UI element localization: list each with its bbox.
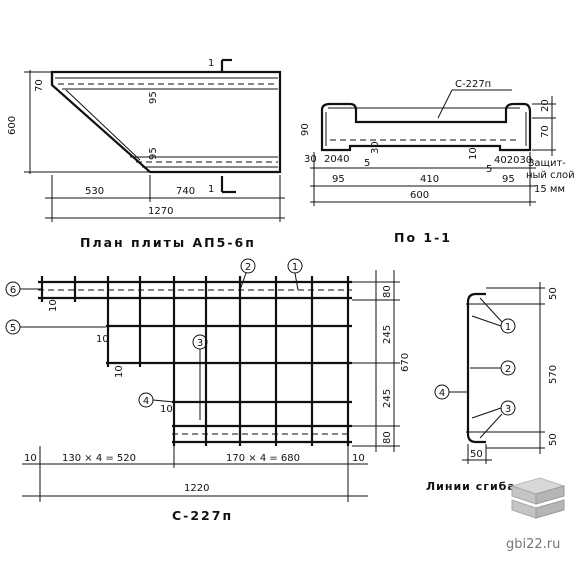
watermark-logo-icon bbox=[510, 477, 566, 519]
mesh-mark-2-circle bbox=[240, 258, 256, 274]
mesh-c227p: 6 5 2 1 3 4 10 10 10 10 80 245 245 80 bbox=[5, 258, 411, 523]
mesh-mark-5: 5 bbox=[10, 323, 16, 334]
bend-dim-50c: 50 bbox=[470, 449, 483, 460]
bend-title: Линии сгиба bbox=[426, 480, 516, 493]
mesh-dim-130x4: 130 × 4 = 520 bbox=[62, 453, 136, 464]
section-note-2: ный слой bbox=[526, 170, 575, 181]
section-dim-5a: 5 bbox=[364, 158, 370, 169]
mesh-dim-1220: 1220 bbox=[184, 483, 209, 494]
section-dim-30: 30 bbox=[304, 154, 317, 165]
mesh-mark-6: 6 bbox=[10, 285, 16, 296]
mesh-dim-10-f: 10 bbox=[352, 453, 365, 464]
bend-mark-1: 1 bbox=[505, 322, 511, 333]
bend-mark-2: 2 bbox=[505, 364, 511, 375]
mesh-dim-10-c: 10 bbox=[114, 365, 125, 378]
section-dim-70: 70 bbox=[540, 125, 551, 138]
plan-dim-95-bottom: 95 bbox=[148, 147, 159, 160]
section-note-1: Защит- bbox=[528, 158, 566, 169]
section-1-1: С-227п 90 20 70 30 2040 5 30 10 5 402030… bbox=[300, 79, 575, 245]
watermark: gbi22.ru bbox=[506, 477, 566, 552]
section-mesh-leader bbox=[437, 89, 453, 119]
mesh-mark-4: 4 bbox=[143, 396, 149, 407]
bend-lines: 1 2 3 4 50 570 50 50 Линии сгиба bbox=[426, 282, 559, 493]
plan-title: План плиты АП5-6п bbox=[80, 235, 256, 250]
bend-profile bbox=[466, 292, 486, 444]
mesh-mark-2: 2 bbox=[245, 262, 251, 273]
section-dim-402030: 402030 bbox=[494, 155, 532, 166]
bend-mark-3: 3 bbox=[505, 404, 511, 415]
mesh-dim-10-d: 10 bbox=[160, 404, 173, 415]
mesh-title: С-227п bbox=[172, 508, 233, 523]
slab-plan: 1 1 600 70 95 95 530 740 1270 План плиты… bbox=[7, 58, 285, 250]
section-title: По 1-1 bbox=[394, 230, 452, 245]
bend-dim-50b: 50 bbox=[548, 433, 559, 446]
bend-mark-4: 4 bbox=[439, 388, 445, 399]
plan-dim-1270: 1270 bbox=[148, 206, 173, 217]
section-dim-2040: 2040 bbox=[324, 154, 349, 165]
section-dim-5b: 5 bbox=[486, 164, 492, 175]
mesh-dim-10-e: 10 bbox=[24, 453, 37, 464]
section-dim-600: 600 bbox=[410, 190, 429, 201]
bend-dim-50a: 50 bbox=[548, 287, 559, 300]
plan-dim-740: 740 bbox=[176, 186, 195, 197]
watermark-text: gbi22.ru bbox=[506, 537, 560, 552]
mesh-dim-80b: 80 bbox=[382, 431, 393, 444]
section-dim-410: 410 bbox=[420, 174, 439, 185]
mesh-dim-10-a: 10 bbox=[48, 299, 59, 312]
mesh-dim-10-b: 10 bbox=[96, 334, 109, 345]
mesh-dim-245b: 245 bbox=[382, 389, 393, 408]
mesh-dim-670: 670 bbox=[400, 353, 411, 372]
section-dim-95a: 95 bbox=[332, 174, 345, 185]
section-dim-90: 90 bbox=[300, 123, 311, 136]
slab-diagonal-inner bbox=[65, 89, 141, 161]
mesh-dim-245a: 245 bbox=[382, 325, 393, 344]
section-mesh-label: С-227п bbox=[455, 79, 491, 90]
plan-dim-600: 600 bbox=[7, 116, 18, 135]
plan-dim-70: 70 bbox=[34, 79, 45, 92]
plan-dim-95-top: 95 bbox=[148, 91, 159, 104]
section-dim-20: 20 bbox=[540, 99, 551, 112]
mesh-mark-3: 3 bbox=[197, 338, 203, 349]
section-dim-95b: 95 bbox=[502, 174, 515, 185]
bend-dim-570: 570 bbox=[548, 365, 559, 384]
section-cut-label-bottom: 1 bbox=[208, 184, 214, 195]
section-dim-30b: 30 bbox=[370, 141, 381, 154]
mesh-dim-80a: 80 bbox=[382, 285, 393, 298]
plan-dim-530: 530 bbox=[85, 186, 104, 197]
section-cut-label-top: 1 bbox=[208, 58, 214, 69]
section-dim-10: 10 bbox=[468, 147, 479, 160]
mesh-dim-170x4: 170 × 4 = 680 bbox=[226, 453, 300, 464]
section-note-3: 15 мм bbox=[534, 184, 565, 195]
section-outline bbox=[320, 102, 532, 152]
mesh-mark-1: 1 bbox=[292, 262, 298, 273]
